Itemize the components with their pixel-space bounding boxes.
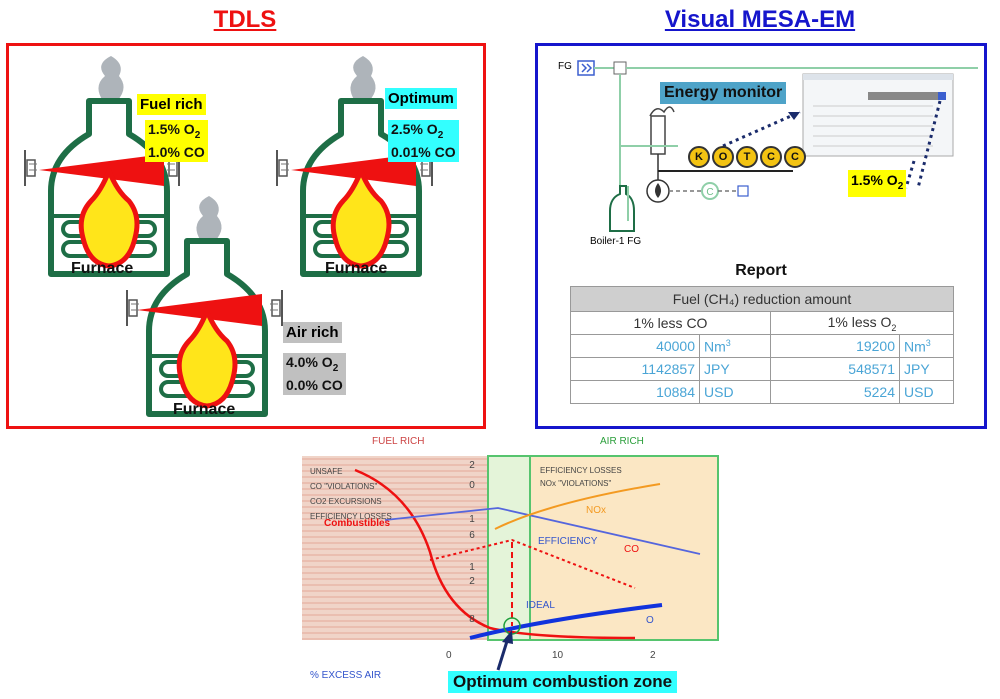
ideal-label: IDEAL — [526, 600, 555, 611]
table-row: 1142857 JPY 548571 JPY — [570, 357, 954, 381]
air-rich-issues: EFFICIENCY LOSSES NOx "VIOLATIONS" — [540, 464, 622, 490]
axis-digit: 1 — [469, 562, 475, 573]
air-rich-zone-label: AIR RICH — [600, 436, 644, 447]
list-item: UNSAFE — [310, 467, 343, 476]
sensor-icon — [24, 149, 38, 187]
table-row: 10884 USD 5224 USD — [570, 380, 954, 404]
furnace-air-rich — [137, 196, 265, 414]
list-item: NOx "VIOLATIONS" — [540, 479, 612, 488]
table-row: 40000 Nm3 19200 Nm3 — [570, 334, 954, 358]
nox-curve-label: NOx — [586, 505, 606, 516]
value-cell: 1142857 — [570, 357, 700, 381]
x-tick: 10 — [552, 650, 564, 661]
sensor-icon — [269, 289, 283, 327]
fuel-reduction-table: Fuel (CH₄) reduction amount 1% less CO 1… — [570, 286, 954, 404]
combustibles-label: Combustibles — [324, 518, 391, 529]
chain-node: O — [712, 146, 734, 168]
mesa-panel: C FG Boiler-1 FG Energy monitor K O T C … — [535, 43, 987, 429]
chain-node: K — [688, 146, 710, 168]
fuel-rich-issues: UNSAFE CO "VIOLATIONS" CO2 EXCURSIONS EF… — [310, 464, 392, 524]
value-cell: 10884 — [570, 380, 700, 404]
fg-label: FG — [558, 61, 572, 72]
value-cell: 19200 — [770, 334, 900, 358]
furnace-caption: Furnace — [173, 401, 236, 418]
unit-cell: Nm3 — [699, 334, 771, 358]
sensor-icon — [126, 289, 140, 327]
x-axis-title: % EXCESS AIR — [310, 670, 382, 681]
optimum-values: 2.5% O2 0.01% CO — [388, 120, 459, 162]
unit-cell: JPY — [899, 357, 954, 381]
furnace-caption: Furnace — [325, 260, 388, 277]
energy-monitor-label: Energy monitor — [660, 82, 787, 104]
fuel-rich-zone — [302, 456, 488, 640]
optimum-callout: Optimum combustion zone — [448, 671, 678, 693]
chain-node: T — [736, 146, 758, 168]
table-header-row: Fuel (CH₄) reduction amount — [570, 286, 954, 312]
stack-icon — [650, 115, 666, 155]
list-item: EFFICIENCY LOSSES — [540, 466, 622, 475]
sensor-icon — [276, 149, 290, 187]
furnace-illustrations — [24, 56, 433, 426]
optimum-label: Optimum — [385, 88, 457, 109]
combustion-diagram: FUEL RICH AIR RICH UNSAFE CO "VIOLATIONS… — [290, 432, 730, 699]
axis-digit: 2 — [469, 576, 475, 587]
visual-mesa-title: Visual MESA-EM — [664, 6, 856, 33]
list-item: CO "VIOLATIONS" — [310, 482, 378, 491]
tdls-panel: Fuel rich 1.5% O2 1.0% CO Furnace Optimu… — [6, 43, 486, 429]
list-item: CO2 EXCURSIONS — [310, 497, 382, 506]
valve-icon — [613, 61, 627, 75]
combustion-curves — [302, 455, 719, 671]
axis-digit: 8 — [469, 614, 475, 625]
furnace-caption: Furnace — [71, 260, 134, 277]
air-rich-label: Air rich — [283, 322, 342, 343]
optimum-o2: 2.5% O2 — [391, 121, 444, 141]
report-title: Report — [735, 262, 787, 279]
axis-digit: 1 — [469, 514, 475, 525]
co-curve-label: CO — [624, 544, 639, 555]
svg-text:C: C — [706, 187, 713, 198]
unit-cell: Nm3 — [899, 334, 954, 358]
unit-cell: JPY — [699, 357, 771, 381]
monitor-screenshot — [802, 73, 954, 157]
o2-sidenote: 1.5% O2 — [848, 170, 907, 197]
axis-digit: 2 — [469, 460, 475, 471]
fuel-rich-zone-label: FUEL RICH — [372, 436, 425, 447]
value-cell: 5224 — [770, 380, 900, 404]
unit-cell: USD — [899, 380, 954, 404]
air-rich-co: 0.0% CO — [286, 376, 343, 393]
optimum-co: 0.01% CO — [391, 143, 456, 160]
o-curve-label: O — [646, 615, 654, 626]
table-col-headers: 1% less CO 1% less O2 — [570, 311, 954, 335]
boiler-label: Boiler-1 FG — [590, 236, 642, 247]
optimum-zone — [487, 455, 531, 641]
fuel-rich-o2: 1.5% O2 — [148, 121, 201, 141]
digit-column: 2 0 1 6 1 2 8 — [466, 460, 478, 625]
x-tick: 2 — [650, 650, 656, 661]
furnace-optimum — [291, 56, 419, 274]
unit-cell: USD — [699, 380, 771, 404]
col-less-o2: 1% less O2 — [770, 311, 954, 335]
chain-node: C — [784, 146, 806, 168]
fuel-rich-co: 1.0% CO — [148, 143, 205, 160]
furnace-fuel-rich — [39, 56, 167, 274]
chain-node: C — [760, 146, 782, 168]
boiler-icon — [609, 185, 635, 232]
fuel-rich-values: 1.5% O2 1.0% CO — [145, 120, 208, 162]
air-rich-o2: 4.0% O2 — [286, 354, 339, 374]
axis-digit: 0 — [469, 480, 475, 491]
list-item: EFFICIENCY LOSSES — [310, 512, 392, 521]
value-cell: 548571 — [770, 357, 900, 381]
table-header: Fuel (CH₄) reduction amount — [570, 286, 954, 312]
x-tick: 0 — [446, 650, 452, 661]
efficiency-curve-label: EFFICIENCY — [538, 536, 598, 547]
value-cell: 40000 — [570, 334, 700, 358]
process-flow-diagram: C — [577, 60, 978, 232]
fuel-rich-label: Fuel rich — [137, 94, 206, 115]
axis-digit: 6 — [469, 530, 475, 541]
kotcc-chain: K O T C C — [688, 146, 806, 168]
air-rich-values: 4.0% O2 0.0% CO — [283, 353, 346, 395]
tdls-title: TDLS — [213, 6, 277, 33]
col-less-co: 1% less CO — [570, 311, 771, 335]
